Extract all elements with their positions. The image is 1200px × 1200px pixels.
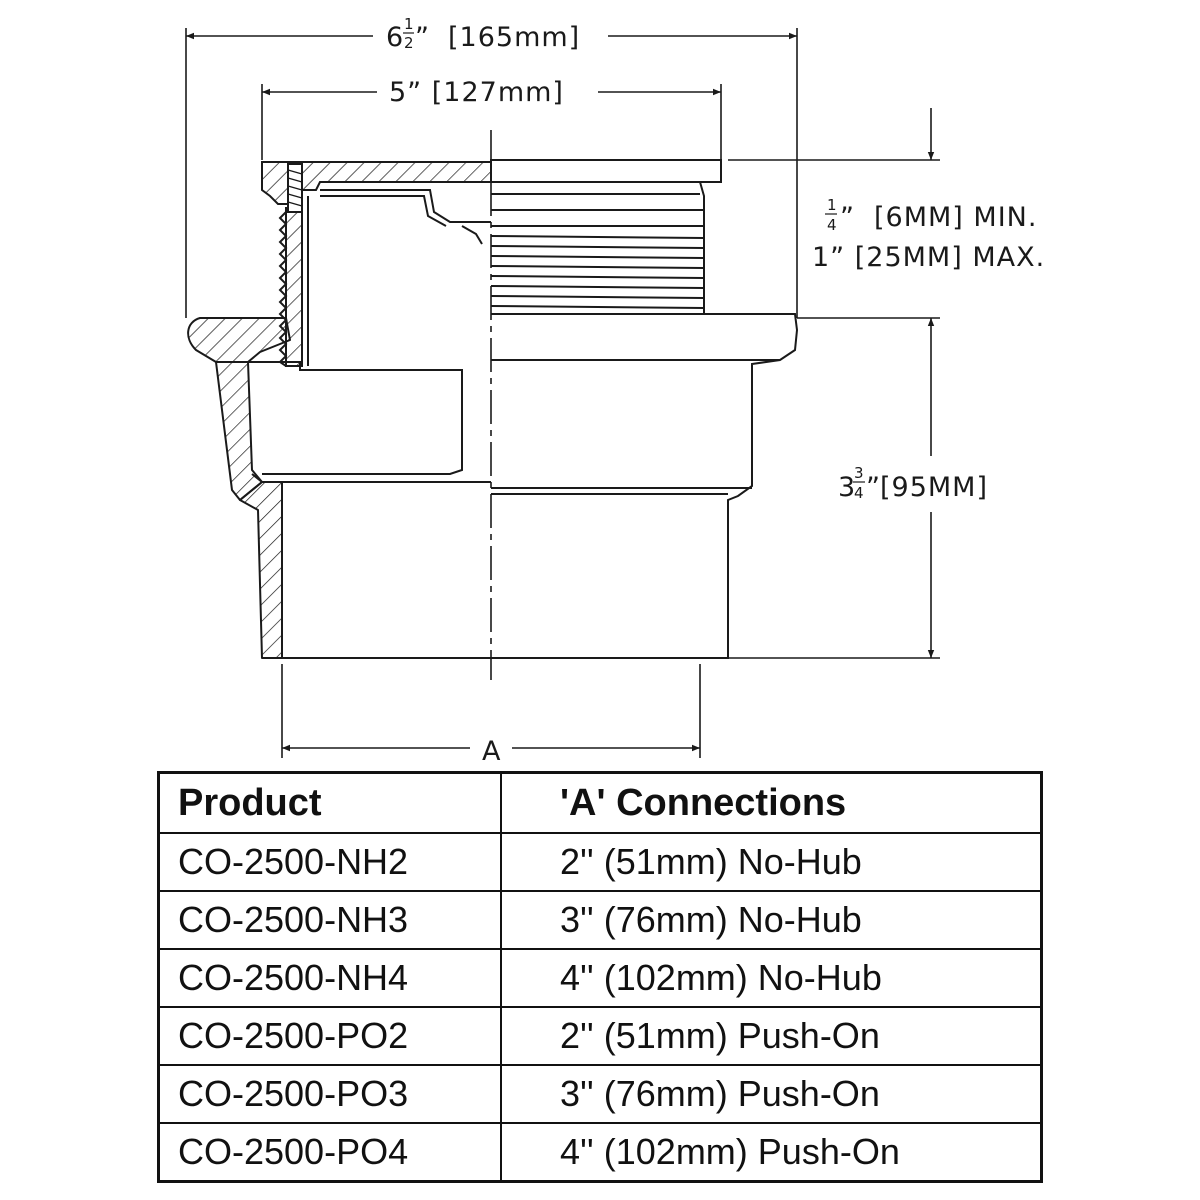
height-frac-num: 3: [854, 464, 864, 482]
overall-width-frac-den: 2: [404, 34, 414, 52]
connection-label: A: [482, 736, 501, 767]
adjustment-dimension: [728, 108, 940, 161]
table-row: CO-2500-PO3 3'' (76mm) Push-On: [157, 1064, 1043, 1124]
connection-cell: 2'' (51mm) No-Hub: [500, 832, 1043, 892]
height-frac-den: 4: [854, 484, 864, 502]
product-cell: CO-2500-NH2: [157, 832, 502, 892]
threaded-plug-section: [278, 196, 309, 367]
adjust-min-label: [6MM] MIN.: [874, 202, 1037, 233]
table-header-row: Product 'A' Connections: [157, 771, 1043, 834]
product-cell: CO-2500-PO2: [157, 1006, 502, 1066]
top-width-label: 5” [127mm]: [389, 77, 564, 108]
product-table: Product 'A' Connections CO-2500-NH2 2'' …: [157, 771, 1043, 1183]
adjust-min-frac-den: 4: [827, 216, 837, 234]
height-metric: [95MM]: [880, 472, 988, 503]
product-cell: CO-2500-PO4: [157, 1122, 502, 1183]
overall-width-whole: 6: [386, 22, 404, 53]
height-dimension: [728, 317, 940, 659]
table-row: CO-2500-PO4 4'' (102mm) Push-On: [157, 1122, 1043, 1183]
table-row: CO-2500-NH2 2'' (51mm) No-Hub: [157, 832, 1043, 892]
overall-width-metric: [165mm]: [448, 22, 580, 53]
table-row: CO-2500-NH3 3'' (76mm) No-Hub: [157, 890, 1043, 950]
height-unit: ”: [866, 472, 881, 503]
connection-dimension: [281, 664, 701, 758]
adjust-min-unit: ”: [840, 202, 855, 233]
product-cell: CO-2500-NH4: [157, 948, 502, 1008]
adjust-min-frac-num: 1: [827, 196, 837, 214]
table-row: CO-2500-PO2 2'' (51mm) Push-On: [157, 1006, 1043, 1066]
body-section-left: [187, 317, 291, 659]
connection-cell: 3'' (76mm) No-Hub: [500, 890, 1043, 950]
overall-width-dimension: [185, 28, 798, 318]
height-whole: 3: [838, 472, 856, 503]
header-product: Product: [157, 771, 502, 834]
product-cell: CO-2500-NH3: [157, 890, 502, 950]
connection-cell: 4'' (102mm) Push-On: [500, 1122, 1043, 1183]
connection-cell: 4'' (102mm) No-Hub: [500, 948, 1043, 1008]
top-width-dimension: [261, 84, 722, 160]
overall-width-unit: ”: [415, 22, 430, 53]
cleanout-section-drawing: 6 1 2 ” [165mm] 5” [127mm] 1 4 ” [6MM] M…: [185, 15, 1045, 767]
body-elevation-right: [490, 181, 799, 659]
connection-cell: 3'' (76mm) Push-On: [500, 1064, 1043, 1124]
connection-cell: 2'' (51mm) Push-On: [500, 1006, 1043, 1066]
table-row: CO-2500-NH4 4'' (102mm) No-Hub: [157, 948, 1043, 1008]
top-cover: [261, 159, 722, 245]
header-connections: 'A' Connections: [500, 771, 1043, 834]
overall-width-frac-num: 1: [404, 15, 414, 33]
product-cell: CO-2500-PO3: [157, 1064, 502, 1124]
adjust-max-label: 1” [25MM] MAX.: [812, 242, 1045, 273]
